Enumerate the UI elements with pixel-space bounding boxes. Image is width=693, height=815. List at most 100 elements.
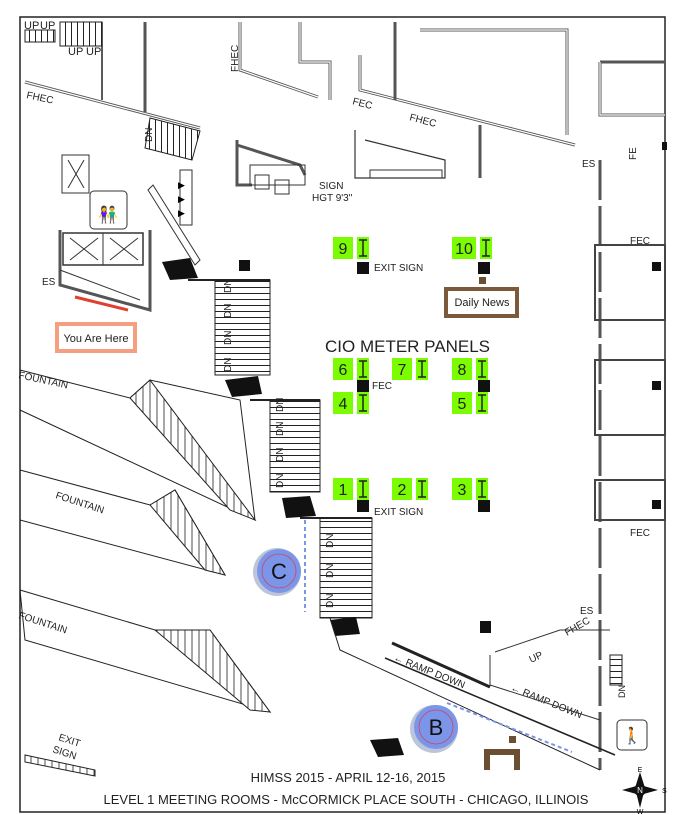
meter-panel-4[interactable]: 4 xyxy=(333,392,369,414)
panel-number: 8 xyxy=(458,362,467,379)
meter-icon-glyph xyxy=(478,360,486,378)
es-label: ES xyxy=(582,159,596,170)
panel-number: 3 xyxy=(458,482,467,499)
meter-panel-6[interactable]: 6 xyxy=(333,358,369,380)
up-label: UP xyxy=(40,20,55,32)
person-icon: 🚶 xyxy=(622,726,642,745)
meter-panel-3[interactable]: 3 xyxy=(452,478,488,500)
es-label: ES xyxy=(580,606,594,617)
walls xyxy=(24,22,665,770)
meter-panel-5[interactable]: 5 xyxy=(452,392,488,414)
meter-panel-10[interactable]: 10 xyxy=(452,237,492,259)
fhec-label: FHEC xyxy=(25,90,54,106)
fec-label: FEC xyxy=(372,381,392,392)
news-stand-post xyxy=(479,277,486,284)
panel-number: 2 xyxy=(398,482,407,499)
svg-text:FOUNTAIN: FOUNTAIN xyxy=(17,370,69,391)
exit-sign-label: EXIT SIGN xyxy=(374,263,423,274)
fhec-label: FHEC xyxy=(408,112,437,130)
svg-text:DN: DN xyxy=(325,564,336,578)
right-rooms xyxy=(594,142,667,521)
svg-text:N: N xyxy=(637,786,643,795)
seating-icon: ▶ xyxy=(178,194,185,204)
panel-number-box xyxy=(452,478,472,500)
svg-text:B: B xyxy=(429,715,444,740)
panel-number-box xyxy=(333,358,353,380)
event-title: HIMSS 2015 - APRIL 12-16, 2015 xyxy=(251,770,446,785)
svg-text:Daily News: Daily News xyxy=(454,297,510,309)
fountain: FOUNTAIN xyxy=(19,469,227,576)
svg-text:DN: DN xyxy=(275,448,286,462)
svg-text:C: C xyxy=(271,559,287,584)
svg-text:S: S xyxy=(662,788,667,795)
meter-icon-glyph xyxy=(359,360,367,378)
panel-number-box xyxy=(333,392,353,414)
columns xyxy=(239,260,520,770)
panel-number: 4 xyxy=(339,396,348,413)
panel-number: 5 xyxy=(458,396,467,413)
you-are-here-label: You Are Here xyxy=(55,322,137,353)
panel-number: 1 xyxy=(339,482,348,499)
seating-icon: ▶ xyxy=(178,180,185,190)
you-are-here-marker xyxy=(74,295,129,312)
fe-label: FE xyxy=(628,147,639,160)
accessible-ramp-icon xyxy=(616,719,648,751)
column xyxy=(478,500,490,512)
meter-panel-7[interactable]: 7 xyxy=(392,358,428,380)
table xyxy=(484,749,520,770)
fhec-label: FHEC xyxy=(563,615,592,638)
fountain: FOUNTAIN xyxy=(17,369,257,522)
column xyxy=(239,260,250,271)
svg-text:DN: DN xyxy=(275,398,286,412)
exit-sign-label: EXIT SIGN xyxy=(374,507,423,518)
marker-c[interactable]: C xyxy=(253,548,301,596)
panel-number-box xyxy=(452,358,472,380)
central-stairs: DN DN DN DN DN DN DN DN DN DN DN xyxy=(162,258,404,757)
meter-icon-glyph xyxy=(359,394,367,412)
daily-news-stand: Daily News xyxy=(444,287,519,318)
panel-number-box xyxy=(333,237,353,259)
dn-label: DN xyxy=(144,128,155,142)
meter-panel-9[interactable]: 9 xyxy=(333,237,369,259)
seating-icon: ▶ xyxy=(178,208,185,218)
svg-text:You Are Here: You Are Here xyxy=(63,333,128,345)
panel-number: 10 xyxy=(455,241,473,258)
meter-panel-2[interactable]: 2 xyxy=(392,478,428,500)
column xyxy=(480,621,491,633)
svg-text:DN: DN xyxy=(223,304,234,318)
post xyxy=(509,736,516,743)
marker-b[interactable]: B xyxy=(410,705,458,753)
meter-icon-glyph xyxy=(359,480,367,498)
svg-text:DN: DN xyxy=(223,279,234,293)
panel-number: 7 xyxy=(398,362,407,379)
svg-text:DN: DN xyxy=(275,422,286,436)
meter-icon-glyph xyxy=(418,480,426,498)
meter-icon-glyph xyxy=(478,394,486,412)
column xyxy=(357,262,369,274)
meter-icon-glyph xyxy=(478,480,486,498)
panel-number-box xyxy=(392,358,412,380)
panel-number-box xyxy=(452,237,476,259)
svg-text:FOUNTAIN: FOUNTAIN xyxy=(54,490,105,516)
column xyxy=(357,380,369,392)
svg-text:DN: DN xyxy=(325,594,336,608)
panel-number: 6 xyxy=(339,362,348,379)
route-line xyxy=(446,702,573,753)
fhec-label: FHEC xyxy=(230,45,241,72)
fec-label: FEC xyxy=(351,96,373,112)
meter-icon-glyph xyxy=(418,360,426,378)
meter-icon-glyph xyxy=(359,239,367,257)
cio-meter-panels-title: CIO METER PANELS xyxy=(325,337,490,356)
meter-panel-1[interactable]: 1 xyxy=(333,478,369,500)
svg-text:DN: DN xyxy=(223,331,234,345)
panel-number-box xyxy=(333,478,353,500)
svg-text:DN: DN xyxy=(617,685,627,698)
es-label: ES xyxy=(42,277,56,288)
meter-panels: 1 2 3 4 5 6 7 8 9 10 xyxy=(333,237,492,500)
up-label: UP xyxy=(68,46,83,58)
up-label: UP xyxy=(24,20,39,32)
panel-number-box xyxy=(392,478,412,500)
column xyxy=(357,500,369,512)
meter-panel-8[interactable]: 8 xyxy=(452,358,488,380)
